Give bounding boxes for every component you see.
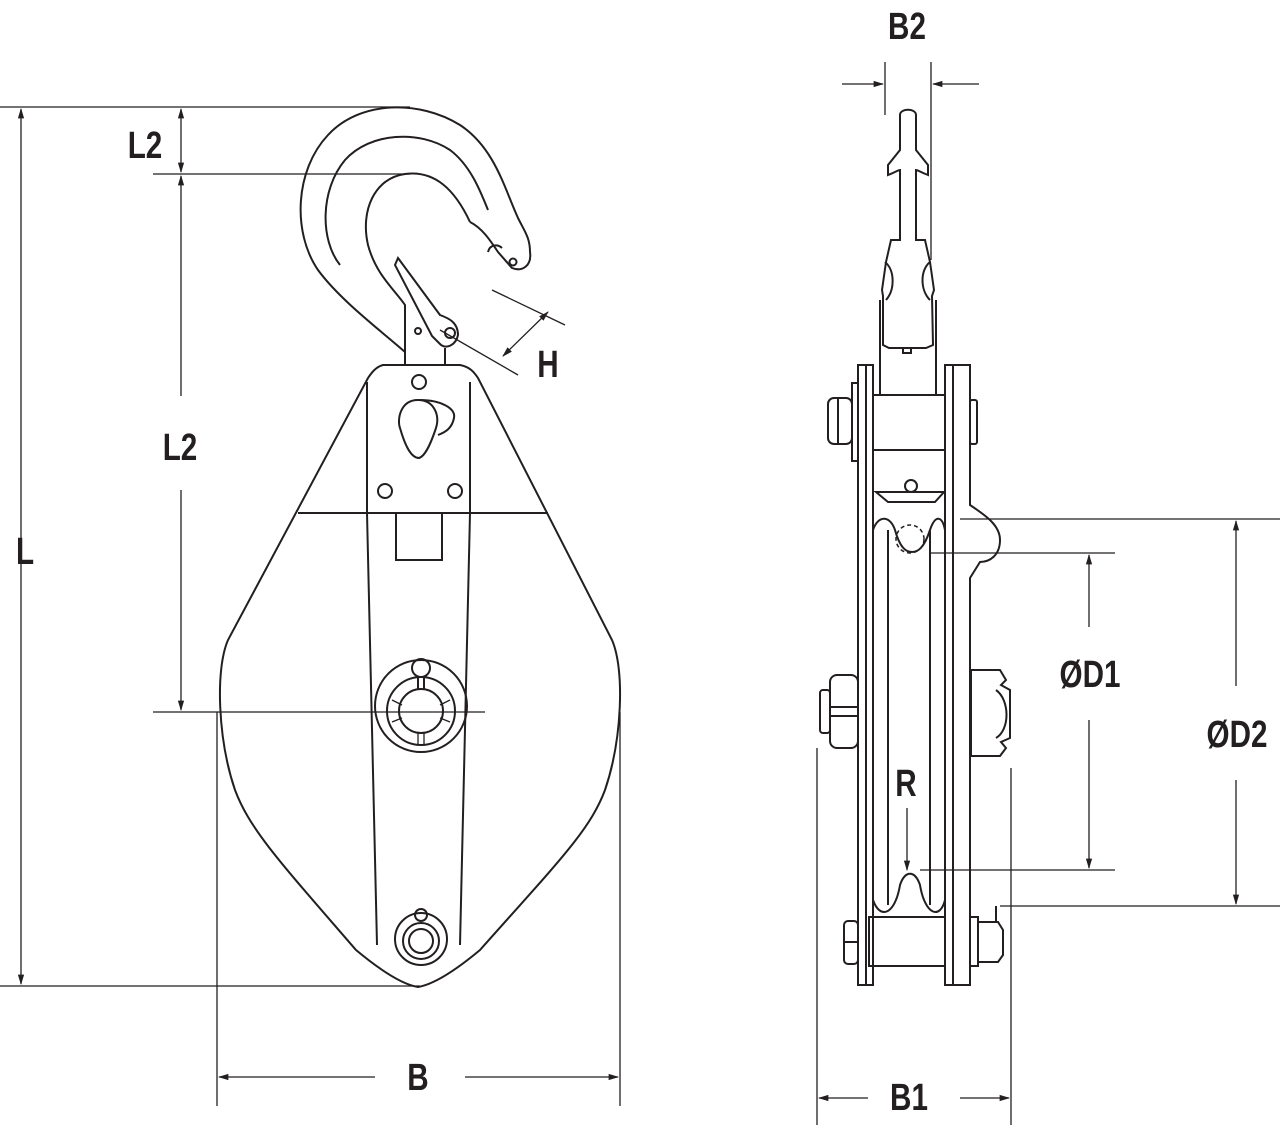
hook-side (880, 108, 936, 349)
side-view (816, 62, 1280, 1125)
label-L2-top: L2 (127, 125, 163, 167)
label-R: R (895, 763, 917, 805)
side-plate (218, 364, 622, 989)
hook-outer (299, 106, 532, 365)
bottom-pin (868, 916, 946, 967)
label-H: H (537, 344, 559, 386)
label-D2: ØD2 (1206, 714, 1268, 756)
dim-H-line (502, 311, 549, 357)
label-L2-mid: L2 (162, 427, 198, 469)
front-view (0, 106, 622, 1106)
label-L: L (15, 531, 35, 573)
hook-inner (364, 172, 471, 350)
label-B: B (407, 1057, 429, 1099)
teardrop-pin (398, 398, 439, 460)
bottom-bolt (394, 908, 448, 966)
cheek-strap (366, 382, 471, 946)
sheave (872, 517, 946, 554)
label-D1: ØD1 (1059, 654, 1121, 696)
axle-nut-right (970, 669, 1011, 757)
hook-latch (393, 256, 460, 348)
label-B1: B1 (890, 1077, 928, 1119)
label-B2: B2 (888, 6, 926, 48)
axle-bearing (374, 658, 468, 753)
right-plate (944, 364, 1002, 986)
